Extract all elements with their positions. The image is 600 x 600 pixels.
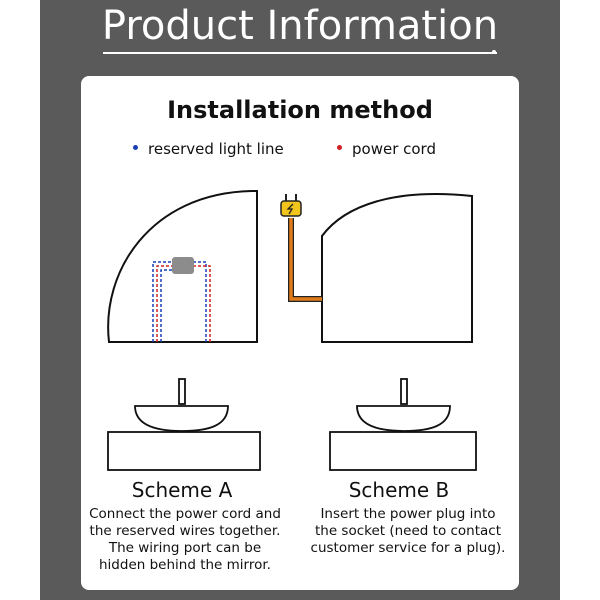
title-dot — [492, 50, 496, 54]
scheme-b-line: customer service for a plug). — [310, 540, 506, 556]
mirror-b — [321, 193, 473, 343]
scheme-b-line: the socket (need to contact — [314, 523, 502, 539]
page-title: Product Information — [101, 3, 499, 49]
legend-power-label: power cord — [352, 140, 436, 158]
scheme-a-line: The wiring port can be — [108, 540, 262, 556]
scheme-a-title: Scheme A — [131, 478, 233, 502]
power-plug-icon — [280, 194, 302, 217]
red-dot-icon — [337, 145, 342, 150]
scheme-a-line: Connect the power cord and — [89, 506, 281, 522]
title-underline — [103, 52, 497, 54]
vanity-b — [329, 378, 477, 471]
mirror-a — [107, 190, 258, 343]
legend-reserved-label: reserved light line — [148, 140, 284, 158]
scheme-a-line: hidden behind the mirror. — [99, 557, 271, 573]
power-cable — [288, 218, 322, 302]
reserved-wires — [152, 261, 211, 342]
vanity-a — [107, 378, 261, 471]
scheme-a-description: Connect the power cord and the reserved … — [85, 506, 285, 574]
scheme-a-line: the reserved wires together. — [89, 523, 281, 539]
scheme-b-line: Insert the power plug into — [320, 506, 496, 522]
legend-reserved: reserved light line — [133, 140, 284, 158]
scheme-b-description: Insert the power plug into the socket (n… — [304, 506, 512, 557]
blue-dot-icon — [133, 145, 138, 150]
card-heading: Installation method — [167, 96, 433, 124]
legend-power: power cord — [337, 140, 436, 158]
wiring-box — [172, 257, 194, 274]
scheme-b-title: Scheme B — [348, 478, 450, 502]
info-card — [81, 76, 519, 590]
